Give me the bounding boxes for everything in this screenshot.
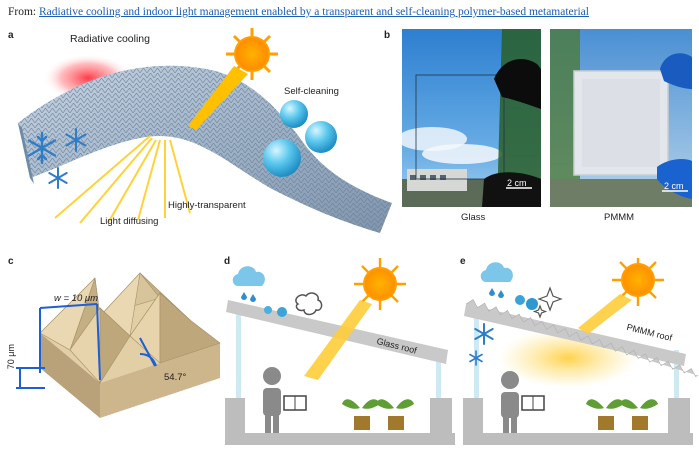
pmmm-photo: [550, 29, 692, 207]
self-cleaning-label: Self-cleaning: [284, 86, 339, 97]
dimension-lines: [16, 303, 157, 389]
snowflake-icon: [469, 323, 494, 366]
pyramid-width-label: w = 10 μm: [54, 293, 99, 304]
water-droplet: [264, 306, 272, 314]
pmmm-caption: PMMM: [604, 212, 635, 223]
panel-c-pyramid-structure: [16, 272, 221, 418]
book-icon: [283, 395, 307, 411]
panel-e-label: e: [460, 256, 466, 267]
panel-d-label: d: [224, 256, 231, 267]
water-droplet: [526, 298, 538, 310]
panel-b-photos: [402, 29, 692, 207]
panel-a-label: a: [8, 30, 14, 41]
person-icon: [501, 371, 519, 433]
sun-icon: [612, 258, 664, 306]
angle-label: 54.7°: [164, 372, 187, 383]
height-label: 70 μm: [6, 344, 16, 370]
water-droplet: [305, 121, 337, 153]
rain-cloud-icon: [232, 266, 265, 302]
header-prefix: From:: [8, 6, 39, 18]
article-link[interactable]: Radiative cooling and indoor light manag…: [39, 6, 589, 18]
panel-c-label: c: [8, 256, 14, 267]
dirt-icon: [295, 292, 323, 316]
light-diffusing-label: Light diffusing: [100, 216, 159, 227]
light-beam: [304, 300, 372, 380]
water-droplet: [263, 139, 301, 177]
light-beam: [578, 294, 632, 334]
water-droplet: [277, 307, 287, 317]
water-droplet: [515, 295, 525, 305]
plant-icon: [586, 399, 624, 430]
plant-icon: [376, 399, 414, 430]
sun-icon: [226, 28, 278, 80]
panel-d-glass-roof-scene: [225, 258, 455, 445]
glass-scale-bar-label: 2 cm: [507, 178, 527, 188]
person-icon: [263, 367, 281, 433]
radiative-cooling-label: Radiative cooling: [70, 33, 150, 45]
panel-e-pmmm-roof-scene: [463, 258, 698, 445]
plant-icon: [342, 399, 380, 430]
sunlight-beam: [188, 66, 248, 130]
panel-b-label: b: [384, 30, 391, 41]
panel-a-illustration: [18, 28, 392, 233]
rain-cloud-icon: [480, 262, 513, 298]
light-rays: [54, 135, 191, 224]
highly-transparent-label: Highly-transparent: [168, 200, 246, 211]
snowflake-icon: [27, 128, 87, 189]
figure-source-header: From: Radiative cooling and indoor light…: [8, 6, 589, 18]
plant-icon: [620, 399, 658, 430]
sun-icon: [354, 258, 406, 310]
water-droplet: [280, 100, 308, 128]
glass-caption: Glass: [461, 212, 486, 223]
pmmm-scale-bar-label: 2 cm: [664, 181, 684, 191]
book-icon: [521, 395, 545, 411]
glass-photo: [402, 29, 541, 207]
sparkle-icon: [532, 286, 563, 319]
